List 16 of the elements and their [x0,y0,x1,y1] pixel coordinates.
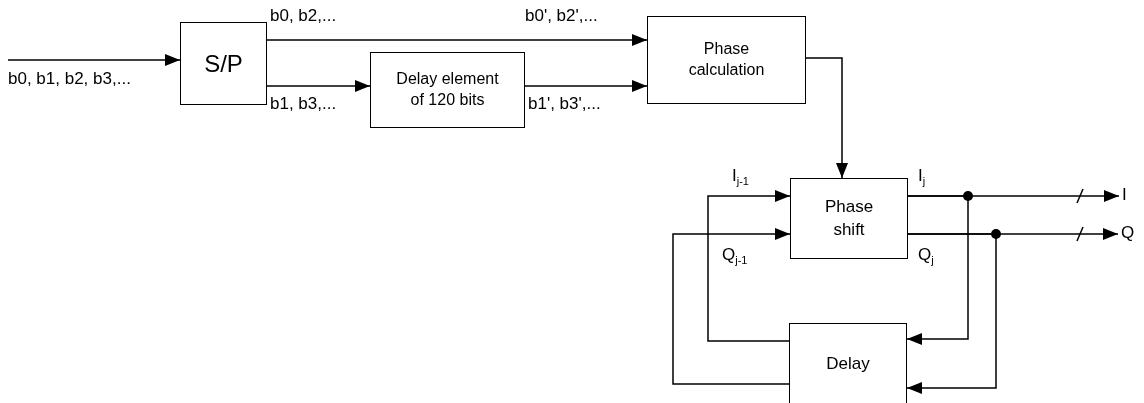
edge-label: Q$_{j-1}$ [722,245,748,265]
output-label: I [1122,185,1127,205]
edge-label: b0, b1, b2, b3,... [8,69,131,89]
process-box: Phase calculation [647,16,806,104]
edge-label: b1', b3',... [528,94,601,114]
edge-label: b0, b2,... [270,6,337,26]
output-label: Q [1121,223,1135,243]
delay-element-box: Delay element of 120 bits [370,52,525,128]
edge-label: Q$_{j}$ [918,245,934,265]
edge-label: b1, b3,... [270,94,337,114]
signal-label: b0', b2',... [525,6,598,26]
edge-label: I$_{j-1}$ [732,166,749,186]
edge-label: I$_{j}$ [918,166,926,186]
process-box: Phase shift [790,178,908,259]
delay-box: Delay [789,323,907,403]
converter-box: S/P [180,22,267,105]
